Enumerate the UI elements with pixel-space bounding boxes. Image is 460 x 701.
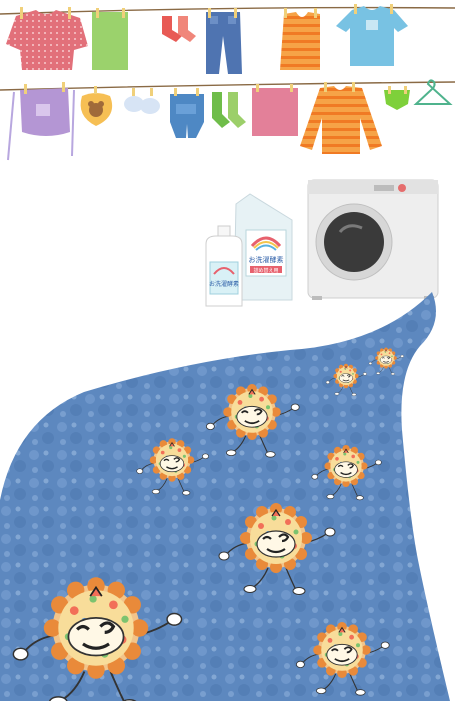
clothesline-top [0,6,456,15]
blue-tshirt [336,4,408,66]
jeans [206,8,242,74]
washing-machine [307,179,439,300]
striped-sweater [300,82,382,154]
pouch-sublabel: 詰め替え用 [253,267,278,274]
blue-overalls [170,88,204,138]
bear-bib [80,86,113,126]
green-underwear [384,86,410,110]
detergent-bottle: お洗濯酵素 [205,225,243,307]
orange-top [280,8,320,70]
socks [162,12,196,42]
pink-shirt [6,7,88,70]
green-towel [92,8,128,70]
pink-towel [252,84,298,136]
baby-shoes [124,88,160,114]
purple-apron [7,82,75,161]
pouch-label: お洗濯酵素 [249,255,284,264]
bottle-label: お洗濯酵素 [209,280,239,288]
hanger-icon [413,79,453,105]
detergent-pouch: お洗濯酵素 詰め替え用 [233,193,293,301]
clothesline-bottom [0,81,456,91]
green-socks [212,92,246,128]
